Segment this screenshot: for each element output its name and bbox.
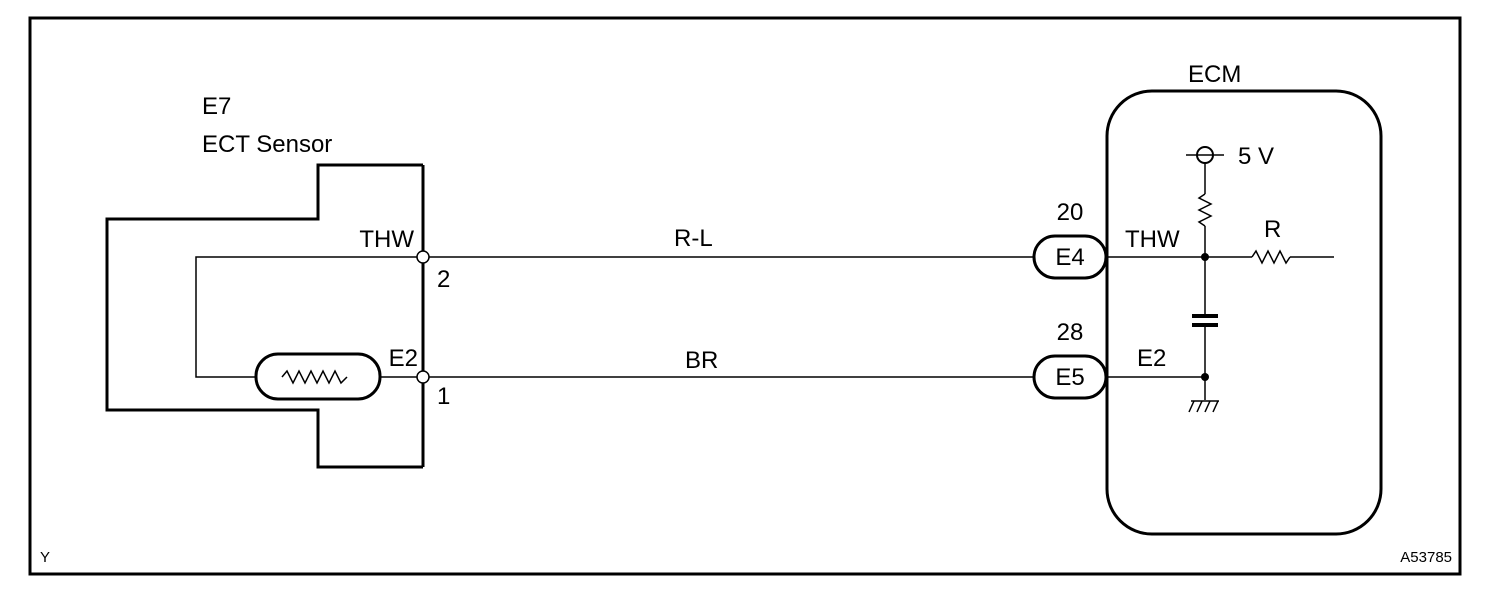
- connector-e5-pin: 28: [1057, 319, 1084, 346]
- connector-e4-pin: 20: [1057, 199, 1084, 226]
- wire-color-br: BR: [685, 347, 718, 374]
- harness-wires: R-L BR: [416, 225, 1034, 384]
- ecm-signal-e2: E2: [1137, 345, 1166, 372]
- sensor-terminal-2: [416, 250, 430, 264]
- sensor-terminal-1: [416, 370, 430, 384]
- wire-color-r-l: R-L: [674, 225, 713, 252]
- connector-e5: [1032, 354, 1108, 400]
- sensor-internal-wire: [195, 256, 423, 378]
- ecm-box: [1105, 89, 1383, 536]
- ect-sensor: E7 ECT Sensor THW 2 E2 1: [105, 93, 450, 469]
- sensor-pin-signal-e2: E2: [389, 345, 418, 372]
- ecm-resistor-label: R: [1264, 216, 1281, 243]
- sensor-code: E7: [202, 93, 231, 120]
- figure-id: A53785: [1400, 549, 1452, 566]
- connector-e4: [1032, 234, 1108, 280]
- connector-e4-code: E4: [1055, 244, 1084, 271]
- sensor-housing: [105, 163, 423, 469]
- connector-e5-code: E5: [1055, 364, 1084, 391]
- sensor-pin-number-2: 2: [437, 266, 450, 293]
- sensor-name: ECT Sensor: [202, 131, 332, 158]
- thermistor-zigzag: [281, 369, 348, 385]
- footer-left-code: Y: [40, 549, 50, 566]
- sensor-pin-number-1: 1: [437, 383, 450, 410]
- ground-icon: [1188, 400, 1219, 413]
- junction-thw: [1201, 253, 1209, 261]
- thermistor: [254, 352, 382, 401]
- junction-e2: [1201, 373, 1209, 381]
- ecm-label: ECM: [1188, 61, 1241, 88]
- supply-5v: 5 V: [1186, 143, 1274, 170]
- ecm-resistor-r: [1251, 249, 1291, 265]
- ecm: ECM E4 20 E5 28 R THW E2 5 V: [1032, 61, 1383, 536]
- supply-voltage: 5 V: [1238, 143, 1274, 170]
- diagram-frame: [28, 16, 1462, 576]
- ecm-signal-thw: THW: [1125, 226, 1180, 253]
- sensor-pin-signal-thw: THW: [359, 226, 414, 253]
- pullup-resistor: [1197, 193, 1213, 227]
